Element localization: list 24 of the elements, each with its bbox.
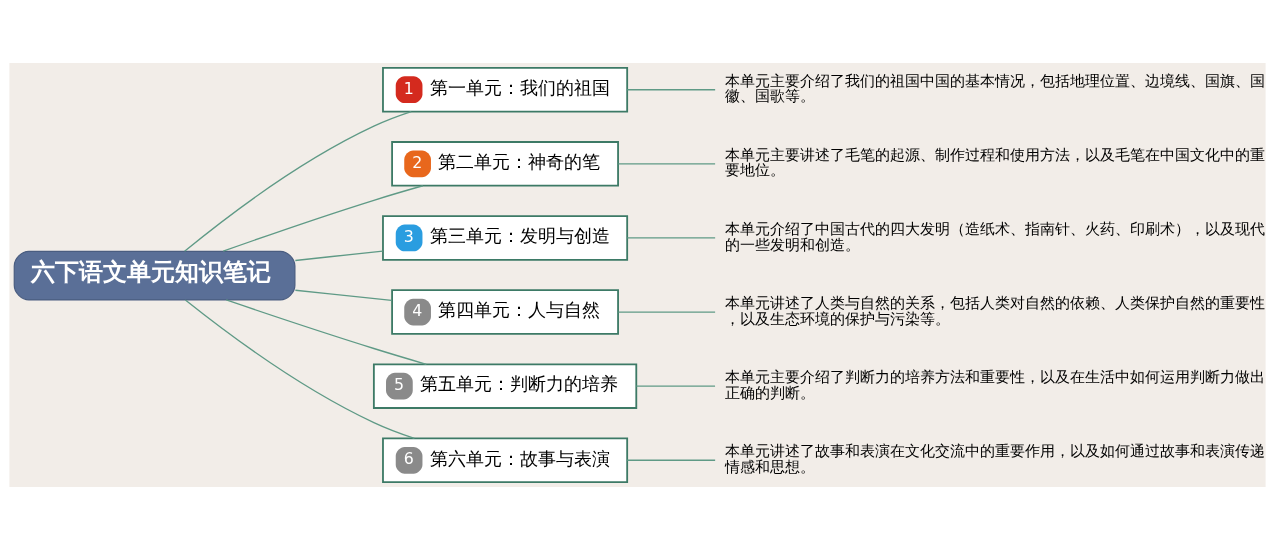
node-box: 3 第三单元：发明与创造	[382, 215, 629, 261]
connector	[626, 459, 716, 461]
connector	[626, 89, 716, 91]
node-text: 本单元讲述了故事和表演在文化交流中的重要作用，以及如何通过故事和表演传递情感和思想。	[724, 442, 1265, 475]
connector	[617, 311, 716, 313]
connector	[294, 250, 384, 262]
node-box: 6 第六单元：故事与表演	[382, 437, 629, 484]
node-text: 本单元介绍了中国古代的四大发明（造纸术、指南针、火药、印刷术），以及现代的一些发明和创造。	[724, 219, 1265, 253]
node-text: 本单元主要讲述了毛笔的起源、制作过程和使用方法，以及毛笔在中国文化中的重要地位。	[724, 145, 1265, 179]
node-text: 本单元主要介绍了我们的祖国中国的基本情况，包括地理位置、边境线、国旗、国徽、国歌等。	[724, 71, 1265, 105]
node-box: 5 第五单元：判断力的培养	[372, 363, 638, 409]
connector	[294, 289, 393, 301]
connector	[617, 163, 716, 165]
node-text: 本单元讲述了人类与自然的关系，包括人类对自然的依赖、人类保护自然的重要性，以及生态环境的保护与污染等。	[724, 293, 1265, 327]
connector	[184, 299, 416, 440]
node-box: 4 第四单元：人与自然	[391, 289, 619, 335]
node-box: 1 第一单元：我们的祖国	[382, 66, 629, 113]
node-box: 六下语文单元知识笔记	[13, 250, 296, 301]
connector	[635, 385, 716, 387]
connector	[225, 299, 428, 365]
node-text: 本单元主要介绍了判断力的培养方法和重要性，以及在生活中如何运用判断力做出正确的判断。	[724, 368, 1265, 401]
connector	[626, 237, 716, 239]
node-box: 2 第二单元：神奇的笔	[391, 141, 619, 187]
connector	[183, 110, 412, 252]
